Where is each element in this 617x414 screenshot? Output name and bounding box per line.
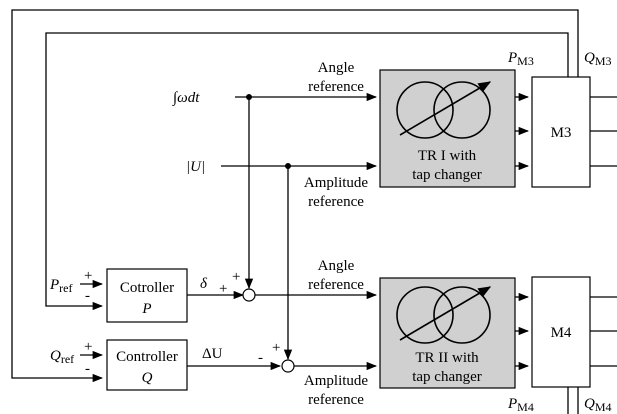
q-ref-label: Qref (50, 348, 74, 366)
delta-u-label: ΔU (202, 346, 223, 362)
machine-m4-label: M4 (551, 325, 572, 341)
machine-m3-label: M3 (551, 125, 572, 141)
pm4-label: PM4 (507, 396, 534, 414)
amp-sum-plus-top: + (272, 340, 280, 356)
angle-summing-junction (242, 288, 256, 302)
transformer-1-block (379, 69, 516, 188)
amplitude-summing-junction (281, 359, 295, 373)
amp-sum-minus-left: - (258, 350, 263, 366)
amp-ref-1-label-line2: reference (308, 194, 364, 210)
angle-ref-2-label-line2: reference (308, 277, 364, 293)
pm3-label: PM3 (507, 50, 534, 68)
angle-ref-1-label-line2: reference (308, 79, 364, 95)
machine-m4-block (531, 276, 591, 388)
omega-integral-label: ∫ωdt (172, 90, 200, 106)
controller-p-symbol: P (141, 301, 151, 317)
amp-ref-1-label-line1: Amplitude (304, 175, 369, 191)
controller-q-block (106, 339, 188, 391)
transformer-1-label-line2: tap changer (412, 167, 482, 183)
machine-m3-block (531, 76, 591, 188)
omega-junction-dot (246, 94, 252, 100)
angle-ref-2-label-line1: Angle (318, 258, 355, 274)
transformer-2-label-line2: tap changer (412, 369, 482, 385)
p-ref-plus-sign: + (84, 268, 92, 284)
voltage-junction-dot (285, 163, 291, 169)
amp-ref-2-label-line2: reference (308, 392, 364, 408)
controller-p-label: Cotroller (120, 280, 174, 296)
transformer-2-block (379, 277, 516, 389)
controller-q-symbol: Q (142, 370, 153, 386)
p-ref-label: Pref (49, 277, 73, 295)
transformer-2-icon (396, 286, 492, 344)
p-feedback-minus-sign: - (85, 288, 90, 304)
delta-label: δ (200, 276, 208, 292)
angle-sum-plus-top: + (232, 269, 240, 285)
q-feedback-loop (11, 9, 579, 383)
controller-q-label: Controller (116, 349, 178, 365)
amp-ref-2-label-line1: Amplitude (304, 373, 369, 389)
angle-ref-1-label-line1: Angle (318, 60, 355, 76)
q-ref-plus-sign: + (84, 339, 92, 355)
transformer-1-icon (396, 81, 492, 139)
q-feedback-minus-sign: - (85, 361, 90, 377)
angle-sum-plus-left: + (219, 281, 227, 297)
qm4-label: QM4 (584, 396, 612, 414)
voltage-magnitude-label: |U| (186, 159, 205, 175)
transformer-2-label-line1: TR II with (415, 350, 479, 366)
controller-p-block (106, 268, 188, 323)
transformer-1-label-line1: TR I with (418, 148, 477, 164)
qm3-label: QM3 (584, 50, 612, 68)
